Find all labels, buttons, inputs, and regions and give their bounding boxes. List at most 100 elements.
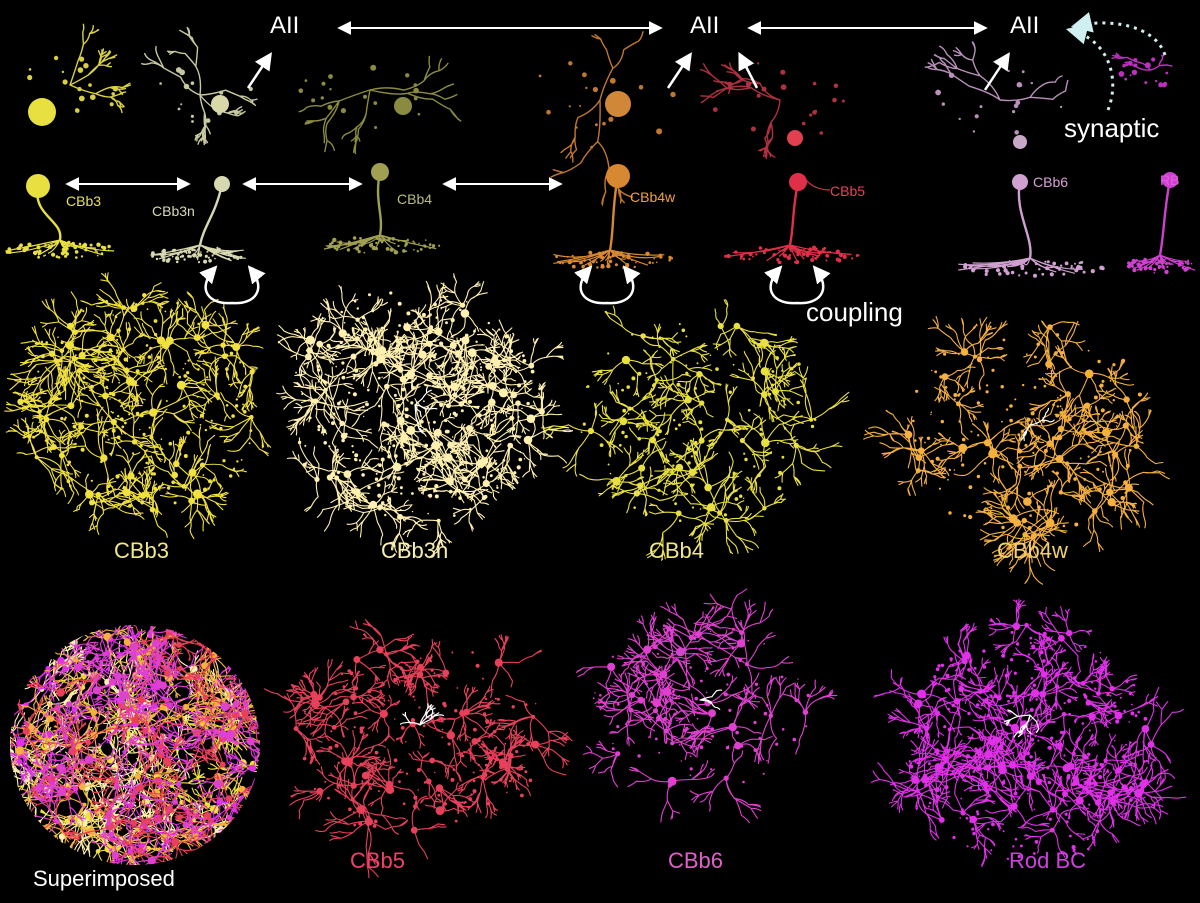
varicosity [235, 398, 238, 401]
varicosity [454, 819, 458, 823]
soma [739, 437, 746, 444]
varicosity [181, 254, 185, 258]
varicosity [1093, 395, 1098, 400]
varicosity [959, 817, 961, 819]
varicosity [1010, 630, 1014, 634]
varicosity [712, 107, 718, 112]
varicosity [953, 469, 956, 471]
varicosity [599, 370, 603, 374]
soma [249, 414, 254, 420]
varicosity [482, 677, 484, 680]
varicosities [912, 325, 1142, 530]
varicosity [1090, 432, 1093, 435]
varicosity [960, 773, 965, 778]
varicosity [751, 453, 754, 456]
dendritic-arbor [180, 379, 219, 421]
varicosity [958, 725, 960, 727]
varicosity [1083, 645, 1087, 648]
varicosity [359, 762, 364, 767]
dendritic-arbor [6, 359, 95, 406]
varicosity [611, 655, 615, 658]
aii-dendrites [141, 26, 258, 146]
varicosity [312, 692, 317, 697]
varicosity [102, 246, 107, 250]
varicosity [64, 343, 68, 346]
varicosity [826, 254, 830, 258]
cell-label-cbb3: CBb3 [66, 193, 102, 209]
varicosity [961, 463, 965, 467]
varicosity [747, 639, 750, 642]
cell-label-rb: RB [1160, 172, 1180, 188]
varicosity [1012, 701, 1015, 704]
mosaic-cbb4 [541, 299, 850, 561]
varicosity [579, 105, 582, 107]
dendritic-arbor [1122, 700, 1184, 786]
varicosity [1059, 405, 1062, 408]
varicosity [1082, 270, 1086, 274]
varicosity [233, 467, 236, 470]
varicosities [302, 651, 537, 828]
varicosity [393, 718, 396, 720]
varicosity [841, 99, 845, 103]
dendritic-arbor [627, 760, 716, 823]
varicosity [477, 763, 480, 767]
varicosity [175, 260, 179, 264]
varicosity [216, 246, 219, 249]
varicosity [631, 333, 634, 336]
panel-label-cbb4: CBb4 [649, 538, 705, 563]
varicosity [631, 376, 636, 381]
dendritic-arbor [417, 750, 443, 809]
varicosity [1025, 353, 1028, 356]
varicosity [700, 679, 703, 683]
varicosity [27, 74, 33, 81]
varicosity [1054, 351, 1058, 355]
varicosity [498, 752, 503, 756]
dendritic-arbor [126, 660, 176, 700]
varicosity [922, 694, 926, 699]
coupling-arrow-3 [764, 265, 831, 305]
varicosity [89, 384, 94, 389]
cbb5-dendrite [805, 179, 831, 191]
varicosity [1055, 333, 1060, 337]
varicosity [131, 309, 134, 312]
varicosity [445, 399, 448, 402]
varicosity [455, 413, 458, 416]
varicosity [951, 664, 955, 667]
varicosity [64, 254, 68, 258]
varicosity [109, 102, 114, 107]
dendritic-arbor [1099, 656, 1138, 696]
varicosity [112, 355, 116, 359]
varicosity [236, 352, 239, 355]
soma [74, 658, 79, 663]
varicosities [592, 624, 810, 788]
varicosity [297, 440, 302, 445]
aii-arbor-5 [699, 62, 845, 160]
varicosity [794, 698, 799, 703]
dendritic-arbor [1014, 769, 1086, 841]
soma [760, 391, 768, 398]
varicosity [381, 501, 385, 505]
soma [59, 348, 65, 354]
varicosity [1007, 699, 1010, 703]
varicosity [1047, 780, 1052, 785]
varicosity [197, 492, 200, 494]
varicosity [90, 94, 96, 100]
dendritic-arbor [111, 627, 170, 696]
varicosity [1070, 264, 1073, 268]
soma [1049, 827, 1055, 833]
varicosity [1070, 266, 1073, 269]
varicosity [329, 88, 332, 91]
dendritic-arbor [734, 619, 794, 699]
varicosity [494, 462, 498, 465]
dendritic-arbor [80, 272, 151, 340]
varicosity [141, 301, 145, 305]
soma [1139, 780, 1147, 789]
dendritic-arbor [447, 443, 482, 486]
varicosity [160, 438, 163, 441]
varicosity [944, 688, 949, 693]
varicosity [1026, 417, 1031, 422]
varicosity [222, 459, 226, 463]
varicosity [1074, 262, 1076, 265]
soma [355, 317, 360, 322]
varicosity [358, 407, 361, 410]
